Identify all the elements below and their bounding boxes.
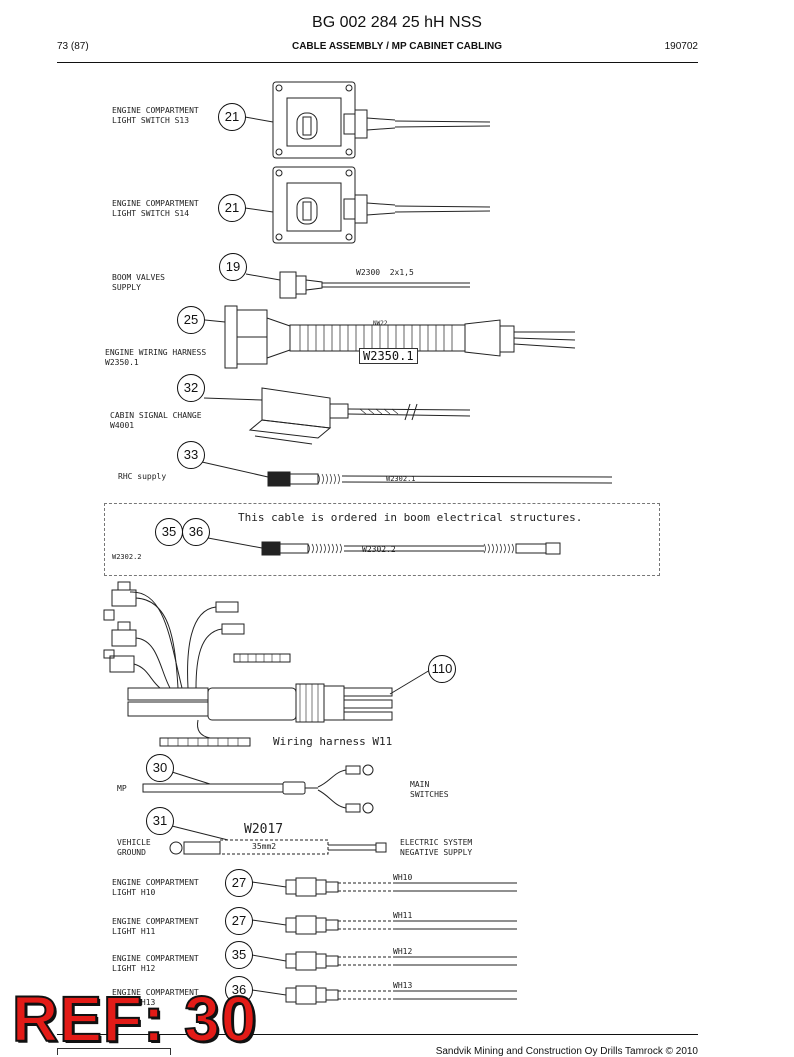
label-main-switches: MAIN SWITCHES [410, 780, 449, 799]
page-number: 73 (87) [57, 41, 89, 52]
rhc-supply-drawing [201, 461, 613, 487]
callout-27-b: 27 [225, 907, 253, 935]
callout-36-boom: 36 [182, 518, 210, 546]
cable-tag-wh12: WH12 [393, 947, 413, 956]
label-light-h12: ENGINE COMPARTMENT LIGHT H12 [112, 954, 199, 973]
label-engine-harness: ENGINE WIRING HARNESS W2350.1 [105, 348, 207, 367]
cable-tag-w2302-1: W2302.1 [386, 475, 416, 483]
label-vehicle-ground: VEHICLE GROUND [117, 838, 151, 857]
callout-21-b: 21 [218, 194, 246, 222]
sandvik-logo [57, 1048, 171, 1055]
callout-30: 30 [146, 754, 174, 782]
light-switch-s13-drawing [244, 81, 491, 159]
callout-31: 31 [146, 807, 174, 835]
cable-tag-wh13: WH13 [393, 981, 413, 990]
tag-w2017: W2017 [244, 822, 284, 837]
callout-32: 32 [177, 374, 205, 402]
ref-stamp: REF: 30 [11, 982, 258, 1056]
document-title: BG 002 284 25 hH NSS [312, 14, 482, 31]
label-light-h10: ENGINE COMPARTMENT LIGHT H10 [112, 878, 199, 897]
callout-35-boom: 35 [155, 518, 183, 546]
boom-valves-cable-drawing [245, 271, 470, 299]
label-light-h11: ENGINE COMPARTMENT LIGHT H11 [112, 917, 199, 936]
revision-date: 190702 [664, 41, 698, 52]
cable-tag-wh10: WH10 [393, 873, 413, 882]
w2017-cable-drawing [169, 825, 387, 855]
side-label-w2302-2: W2302.2 [112, 553, 142, 561]
tag-nw22: NW22 [373, 320, 388, 327]
callout-19: 19 [219, 253, 247, 281]
callout-27-a: 27 [225, 869, 253, 897]
tag-w2350-1: W2350.1 [359, 348, 418, 364]
callout-33: 33 [177, 441, 205, 469]
label-mp: MP [117, 784, 127, 793]
label-wiring-harness-w11: Wiring harness W11 [273, 735, 393, 748]
callout-25: 25 [177, 306, 205, 334]
wiring-harness-w11-drawing [103, 581, 431, 747]
section-title: CABLE ASSEMBLY / MP CABINET CABLING [291, 41, 503, 52]
label-switch-s13: ENGINE COMPARTMENT LIGHT SWITCH S13 [112, 106, 199, 125]
cable-tag-w2300: W2300 2x1,5 [356, 268, 414, 277]
cabin-signal-drawing [203, 387, 471, 445]
cable-size-35mm2: 35mm2 [252, 842, 277, 851]
cable-tag-w2302-2: W2302.2 [362, 545, 396, 554]
label-boom-valves: BOOM VALVES SUPPLY [112, 273, 165, 292]
callout-36: 36 [225, 976, 253, 1004]
callout-110: 110 [428, 655, 456, 683]
cable-tag-wh11: WH11 [393, 911, 413, 920]
callout-21-a: 21 [218, 103, 246, 131]
boom-order-frame [104, 503, 660, 576]
label-light-h13: ENGINE COMPARTMENT LIGHT H13 [112, 988, 199, 1007]
label-rhc-supply: RHC supply [118, 472, 167, 481]
w2302-2-drawing [207, 537, 561, 556]
footer-rule [57, 1034, 698, 1035]
label-cabin-signal: CABIN SIGNAL CHANGE W4001 [110, 411, 202, 430]
label-negative-supply: ELECTRIC SYSTEM NEGATIVE SUPPLY [400, 838, 473, 857]
boom-order-note: This cable is ordered in boom electrical… [238, 511, 583, 524]
light-switch-s14-drawing [244, 166, 491, 244]
footer-copyright: Sandvik Mining and Construction Oy Drill… [435, 1046, 698, 1057]
header-rule [57, 62, 698, 63]
main-switches-cable-drawing [142, 764, 374, 814]
callout-35: 35 [225, 941, 253, 969]
light-cables-drawing [251, 877, 517, 1005]
label-switch-s14: ENGINE COMPARTMENT LIGHT SWITCH S14 [112, 199, 199, 218]
